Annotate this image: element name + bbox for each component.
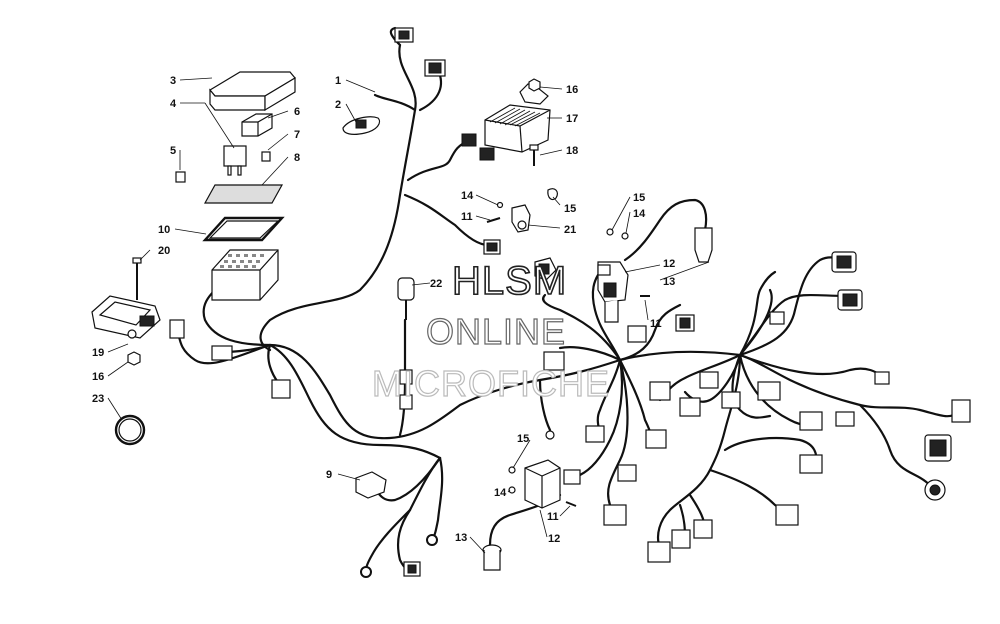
- callout-14-right: 14: [633, 208, 646, 220]
- callout-11-top: 11: [461, 211, 473, 223]
- washer-14: [496, 201, 504, 209]
- connector-9: [355, 471, 387, 499]
- fuse-box-gasket: [202, 216, 285, 242]
- screw-18: [529, 144, 539, 166]
- fuse: [175, 171, 186, 183]
- screw-11-a: [486, 217, 501, 223]
- callout-17: 17: [566, 113, 578, 125]
- washer-14-lower: [508, 466, 516, 494]
- fuse-box-cover: [209, 71, 296, 112]
- connector-right-group: [169, 251, 971, 563]
- callout-16-left: 16: [92, 371, 104, 383]
- callout-6: 6: [294, 106, 300, 118]
- callout-5: 5: [170, 145, 176, 157]
- mini-fuse: [261, 151, 271, 162]
- voltage-regulator: [461, 83, 551, 161]
- callout-15-lower: 15: [517, 433, 529, 445]
- callout-15-right: 15: [633, 192, 645, 204]
- connector-2: [342, 116, 381, 135]
- connector-top-2: [424, 59, 446, 77]
- ring-terminal-2: [426, 534, 438, 546]
- fuse-box-base: [211, 249, 279, 301]
- callout-3: 3: [170, 75, 176, 87]
- ignition-coil-lower: [524, 459, 561, 509]
- spark-plug-cap-upper: [694, 227, 713, 263]
- leader-lines: [107, 77, 710, 554]
- callout-14-top: 14: [461, 190, 474, 202]
- spark-plug-cap-lower: [482, 544, 502, 571]
- callout-22: 22: [430, 278, 442, 290]
- callout-11-right: 11: [650, 318, 662, 330]
- clip-15: [547, 188, 559, 201]
- callout-8: 8: [294, 152, 300, 164]
- watermark: HLSM ONLINE MICROFICHE: [371, 258, 610, 404]
- callout-4: 4: [170, 98, 177, 110]
- connector-mid-1: [483, 239, 501, 255]
- watermark-line-2: ONLINE: [426, 311, 566, 352]
- callout-7: 7: [294, 129, 300, 141]
- callout-11-lower: 11: [547, 511, 559, 523]
- sensor-21: [511, 204, 531, 233]
- callout-13-upper: 13: [663, 276, 675, 288]
- connector-top-1: [394, 27, 414, 43]
- callout-1: 1: [335, 75, 341, 87]
- fuse-label-plate: [203, 184, 284, 204]
- nut-16-top: [528, 78, 541, 92]
- connector-lower-left: [403, 561, 421, 577]
- oxygen-sensor: [397, 277, 415, 410]
- relay: [223, 145, 247, 176]
- watermark-line-1: HLSM: [452, 259, 567, 303]
- callout-labels: 1 2 3 4 5 6 7 8 10 20 19 16 23 9 22 16 1…: [92, 75, 675, 545]
- callout-20: 20: [158, 245, 170, 257]
- callout-23: 23: [92, 393, 104, 405]
- callout-9: 9: [326, 469, 332, 481]
- ring-terminal-1: [360, 566, 372, 578]
- callout-21: 21: [564, 224, 576, 236]
- nut-16: [127, 351, 141, 366]
- hose-clamp: [114, 414, 146, 446]
- callout-14-lower: 14: [494, 487, 507, 499]
- watermark-line-3: MICROFICHE: [372, 363, 610, 404]
- screw-11-c: [565, 501, 577, 507]
- callout-12-upper: 12: [663, 258, 675, 270]
- callout-2: 2: [335, 99, 341, 111]
- ecu-module: [91, 295, 161, 339]
- callout-12-lower: 12: [548, 533, 560, 545]
- callout-13-lower: 13: [455, 532, 467, 544]
- bolt-20: [132, 257, 142, 300]
- callout-18: 18: [566, 145, 578, 157]
- washer-14-right: [606, 228, 629, 240]
- callout-10: 10: [158, 224, 170, 236]
- callout-19: 19: [92, 347, 104, 359]
- callout-15-top: 15: [564, 203, 576, 215]
- relay-small: [241, 113, 273, 137]
- callout-16-top: 16: [566, 84, 578, 96]
- connector-mid-2: [534, 257, 557, 281]
